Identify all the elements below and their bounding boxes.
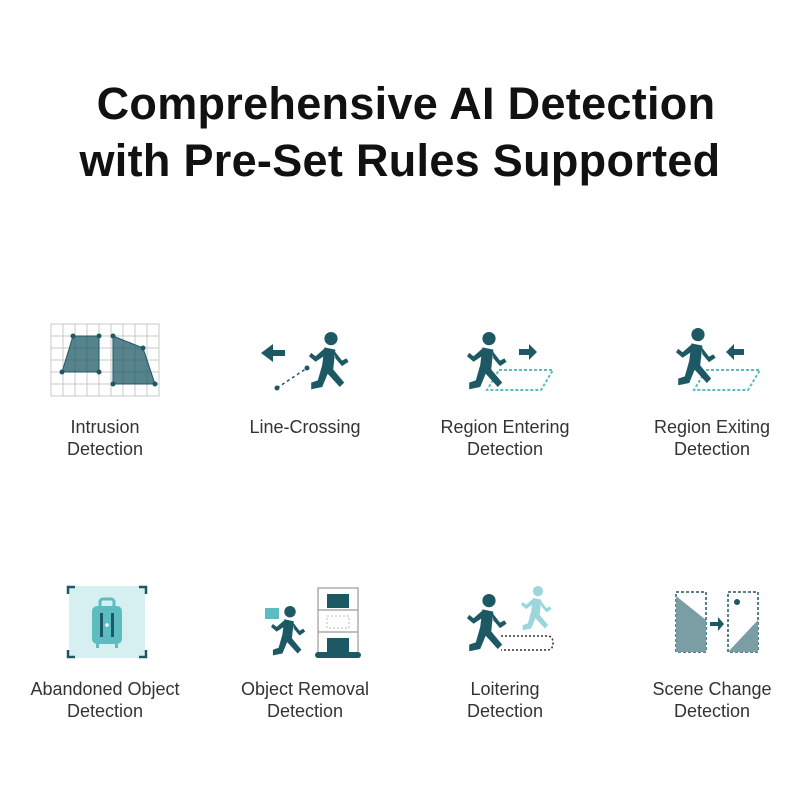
- object-removal-icon: [265, 587, 361, 658]
- feature-label: Region Entering: [440, 417, 570, 437]
- feature-label: Region Exiting: [653, 417, 771, 437]
- loitering-icon: [467, 586, 554, 652]
- feature-label: Line-Crossing: [249, 417, 361, 437]
- scene-change-icon: [675, 591, 759, 653]
- feature-label: Detection: [673, 701, 751, 721]
- feature-label: Intrusion: [70, 417, 140, 437]
- line-crossing-icon: [261, 332, 349, 391]
- page-title-line-1: Comprehensive AI Detection: [96, 78, 716, 129]
- feature-label: Detection: [66, 701, 144, 721]
- feature-label: Object Removal: [240, 679, 370, 699]
- feature-label: Detection: [266, 701, 344, 721]
- feature-label: Detection: [466, 701, 544, 721]
- feature-label: Detection: [66, 439, 144, 459]
- intrusion-icon: [50, 323, 160, 397]
- feature-label: Scene Change: [652, 679, 772, 699]
- region-exiting-icon: [676, 328, 762, 391]
- feature-label: Loitering: [470, 679, 540, 699]
- abandoned-object-icon: [66, 585, 148, 659]
- feature-label: Detection: [466, 439, 544, 459]
- feature-label: Abandoned Object: [30, 679, 180, 699]
- feature-label: Detection: [673, 439, 751, 459]
- feature-line-crossing: Line-Crossing: [210, 322, 400, 438]
- region-entering-icon: [467, 332, 555, 391]
- page-title-line-2: with Pre-Set Rules Supported: [79, 135, 721, 186]
